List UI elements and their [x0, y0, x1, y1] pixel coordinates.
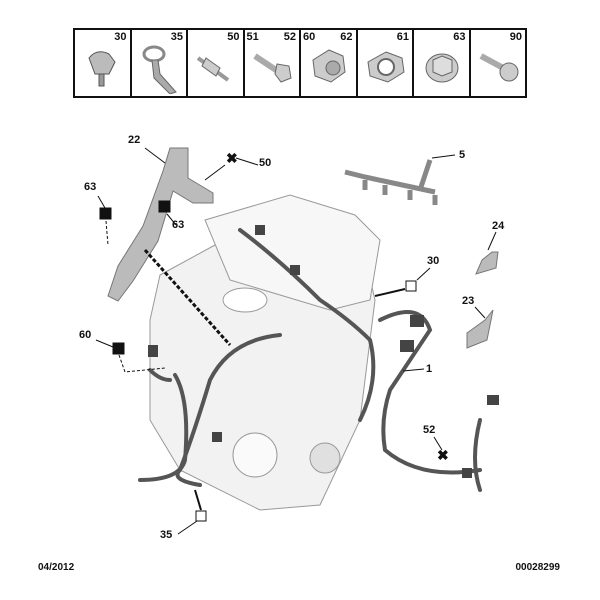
bracket-23: [466, 309, 494, 349]
part-cell-50[interactable]: 50: [188, 30, 245, 96]
part-ref: 63: [453, 31, 466, 43]
cable-guide-22: [107, 147, 214, 302]
cap-nut-icon: [312, 49, 346, 83]
callout-5: 5: [459, 149, 466, 161]
part-ref: 61: [396, 31, 409, 43]
part-ref: 50: [227, 31, 240, 43]
part-ref: 62: [340, 31, 353, 43]
strap-clip-icon: [142, 45, 177, 94]
bolt-icon: [252, 53, 292, 83]
open-square-icon: [195, 510, 207, 522]
part-ref: 30: [114, 31, 127, 43]
flange-bolt-icon: [479, 53, 518, 82]
cross-markers: ✖ ✖: [226, 150, 449, 463]
callout-52: 52: [423, 424, 436, 436]
part-cell-30[interactable]: 30: [75, 30, 132, 96]
bracket-24: [475, 251, 499, 275]
callout-22: 22: [128, 134, 141, 146]
part-ref: 35: [170, 31, 183, 43]
callout-35: 35: [160, 529, 173, 541]
filled-square-icon: [158, 200, 171, 213]
cross-marker-icon: ✖: [226, 150, 238, 166]
filled-square-icon: [99, 207, 112, 220]
part-cell-90[interactable]: 90: [471, 30, 526, 96]
footer-ref: 00028299: [515, 562, 561, 573]
harness-connectors: [148, 225, 499, 478]
part-cell-63[interactable]: 63: [414, 30, 471, 96]
injector-harness-5: [344, 159, 438, 205]
filled-square-icon: [112, 342, 125, 355]
callout-1: 1: [426, 363, 433, 375]
stud-icon: [196, 56, 230, 82]
part-cell-60-62[interactable]: 60 62: [301, 30, 358, 96]
callout-30: 30: [427, 255, 440, 267]
square-markers: [99, 200, 417, 522]
leader-lines: [95, 147, 497, 535]
flange-nut-icon: [425, 53, 459, 83]
part-cell-51-52[interactable]: 51 52: [245, 30, 301, 96]
hex-nut-icon: [366, 51, 405, 83]
cross-marker-icon: ✖: [437, 447, 449, 463]
parts-strip: 30 35 50 51 52 60 62 61 63 90: [73, 28, 527, 98]
part-ref: 51: [246, 31, 259, 43]
callout-24: 24: [492, 220, 505, 232]
part-ref: 52: [283, 31, 296, 43]
part-ref: 90: [509, 31, 522, 43]
part-cell-61[interactable]: 61: [358, 30, 414, 96]
callout-63: 63: [172, 219, 185, 231]
hose-clip-icon: [88, 51, 116, 87]
callout-23: 23: [462, 295, 475, 307]
open-square-icon: [405, 280, 417, 292]
footer-date: 04/2012: [38, 562, 75, 573]
callout-60: 60: [79, 329, 92, 341]
callout-63: 63: [84, 181, 97, 193]
callout-50: 50: [259, 157, 272, 169]
part-ref: 60: [303, 31, 316, 43]
dashed-leader: [143, 248, 232, 347]
part-cell-35[interactable]: 35: [132, 30, 188, 96]
engine-block: [149, 194, 381, 511]
